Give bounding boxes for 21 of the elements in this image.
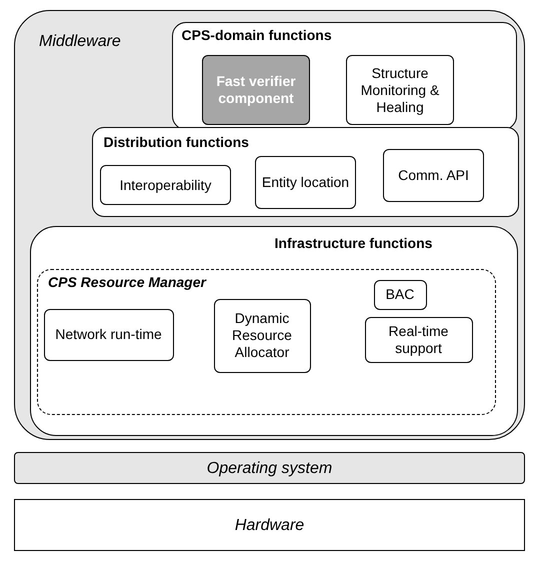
component-box: Structure Monitoring & Healing xyxy=(346,55,454,125)
function-group-panel xyxy=(30,226,518,436)
layer-panel xyxy=(14,10,525,440)
component-box: Real-time support xyxy=(364,316,472,362)
component-box: Dynamic Resource Allocator xyxy=(214,298,310,372)
dashed-group-panel xyxy=(37,269,496,415)
panel-heading: Distribution functions xyxy=(104,134,249,150)
component-box: Comm. API xyxy=(383,149,484,202)
component-box: Entity location xyxy=(255,156,356,209)
layer-bar: Hardware xyxy=(14,499,525,551)
panel-heading: Infrastructure functions xyxy=(274,234,432,250)
component-box: Fast verifier component xyxy=(202,55,310,125)
function-group-panel xyxy=(172,22,516,130)
component-box: Interoperability xyxy=(100,165,231,205)
panel-heading: CPS Resource Manager xyxy=(48,274,206,290)
function-group-panel xyxy=(92,126,518,216)
component-box: Network run-time xyxy=(44,308,174,360)
layer-bar: Operating system xyxy=(14,452,525,484)
panel-heading: CPS-domain functions xyxy=(182,26,332,42)
panel-heading: Middleware xyxy=(39,33,121,51)
component-box: BAC xyxy=(374,280,426,310)
